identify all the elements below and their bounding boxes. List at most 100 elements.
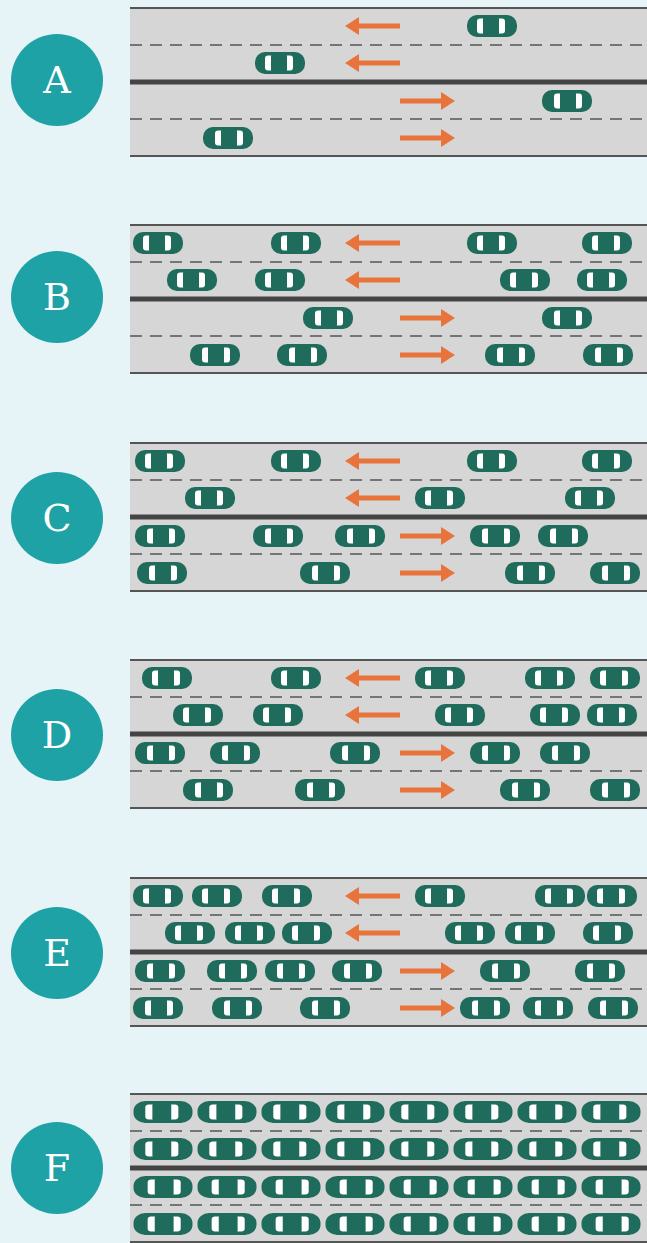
- car: [142, 667, 192, 689]
- car: [135, 525, 185, 547]
- direction-arrow: [345, 706, 400, 724]
- level-letter: E: [43, 934, 71, 972]
- level-badge: E: [11, 907, 103, 999]
- car: [198, 1176, 257, 1198]
- car: [167, 269, 217, 291]
- lane-divider: [130, 770, 647, 772]
- lane-divider: [130, 261, 647, 263]
- car: [518, 1213, 577, 1235]
- direction-arrow: [345, 489, 400, 507]
- car: [137, 562, 187, 584]
- car: [326, 1138, 385, 1160]
- direction-arrow: [400, 999, 455, 1017]
- car: [255, 269, 305, 291]
- car: [415, 667, 465, 689]
- road: [130, 8, 647, 156]
- road-surface: [130, 1094, 647, 1242]
- road-edge: [130, 659, 647, 661]
- road-edge: [130, 1025, 647, 1027]
- direction-arrow: [345, 234, 400, 252]
- car: [262, 885, 312, 907]
- direction-arrow: [345, 887, 400, 905]
- road-edge: [130, 1241, 647, 1243]
- car: [303, 307, 353, 329]
- car: [454, 1138, 513, 1160]
- road-surface: [130, 443, 647, 591]
- car: [185, 487, 235, 509]
- lane-divider: [130, 44, 647, 46]
- car: [582, 1213, 641, 1235]
- car: [467, 15, 517, 37]
- direction-arrow: [400, 781, 455, 799]
- car: [454, 1101, 513, 1123]
- car: [335, 525, 385, 547]
- car: [587, 885, 637, 907]
- car: [518, 1176, 577, 1198]
- car: [530, 704, 580, 726]
- car: [165, 922, 215, 944]
- median-line: [130, 950, 647, 955]
- car: [265, 960, 315, 982]
- car: [255, 52, 305, 74]
- car: [390, 1176, 449, 1198]
- median-line: [130, 297, 647, 302]
- lane-divider: [130, 988, 647, 990]
- car: [134, 1213, 193, 1235]
- car: [445, 922, 495, 944]
- direction-arrow: [345, 271, 400, 289]
- median-line: [130, 515, 647, 520]
- road: [130, 878, 647, 1026]
- car: [415, 885, 465, 907]
- road-surface: [130, 660, 647, 808]
- road: [130, 443, 647, 591]
- car: [253, 525, 303, 547]
- car: [590, 562, 640, 584]
- car: [300, 997, 350, 1019]
- car: [210, 742, 260, 764]
- car: [135, 450, 185, 472]
- lane-divider: [130, 335, 647, 337]
- car: [390, 1213, 449, 1235]
- direction-arrow: [345, 669, 400, 687]
- direction-arrow: [400, 962, 455, 980]
- car: [542, 307, 592, 329]
- car: [470, 742, 520, 764]
- median-line: [130, 80, 647, 85]
- car: [588, 997, 638, 1019]
- direction-arrow: [345, 452, 400, 470]
- road-surface: [130, 878, 647, 1026]
- car: [454, 1176, 513, 1198]
- car: [460, 997, 510, 1019]
- car: [198, 1213, 257, 1235]
- car: [500, 269, 550, 291]
- direction-arrow: [345, 924, 400, 942]
- car: [575, 960, 625, 982]
- lane-divider: [130, 696, 647, 698]
- road-edge: [130, 7, 647, 9]
- car: [326, 1176, 385, 1198]
- car: [582, 1176, 641, 1198]
- road-surface: [130, 8, 647, 156]
- direction-arrow: [400, 346, 455, 364]
- car: [565, 487, 615, 509]
- car: [467, 450, 517, 472]
- level-letter: F: [44, 1149, 70, 1187]
- level-badge: B: [11, 251, 103, 343]
- car: [525, 667, 575, 689]
- road-edge: [130, 442, 647, 444]
- level-badge: D: [11, 689, 103, 781]
- car: [582, 232, 632, 254]
- car: [590, 667, 640, 689]
- car: [183, 779, 233, 801]
- car: [518, 1138, 577, 1160]
- car: [435, 704, 485, 726]
- road-edge: [130, 877, 647, 879]
- car: [535, 885, 585, 907]
- car: [134, 1176, 193, 1198]
- car: [590, 779, 640, 801]
- car: [505, 922, 555, 944]
- road: [130, 225, 647, 373]
- car: [390, 1138, 449, 1160]
- car: [212, 997, 262, 1019]
- road-surface: [130, 225, 647, 373]
